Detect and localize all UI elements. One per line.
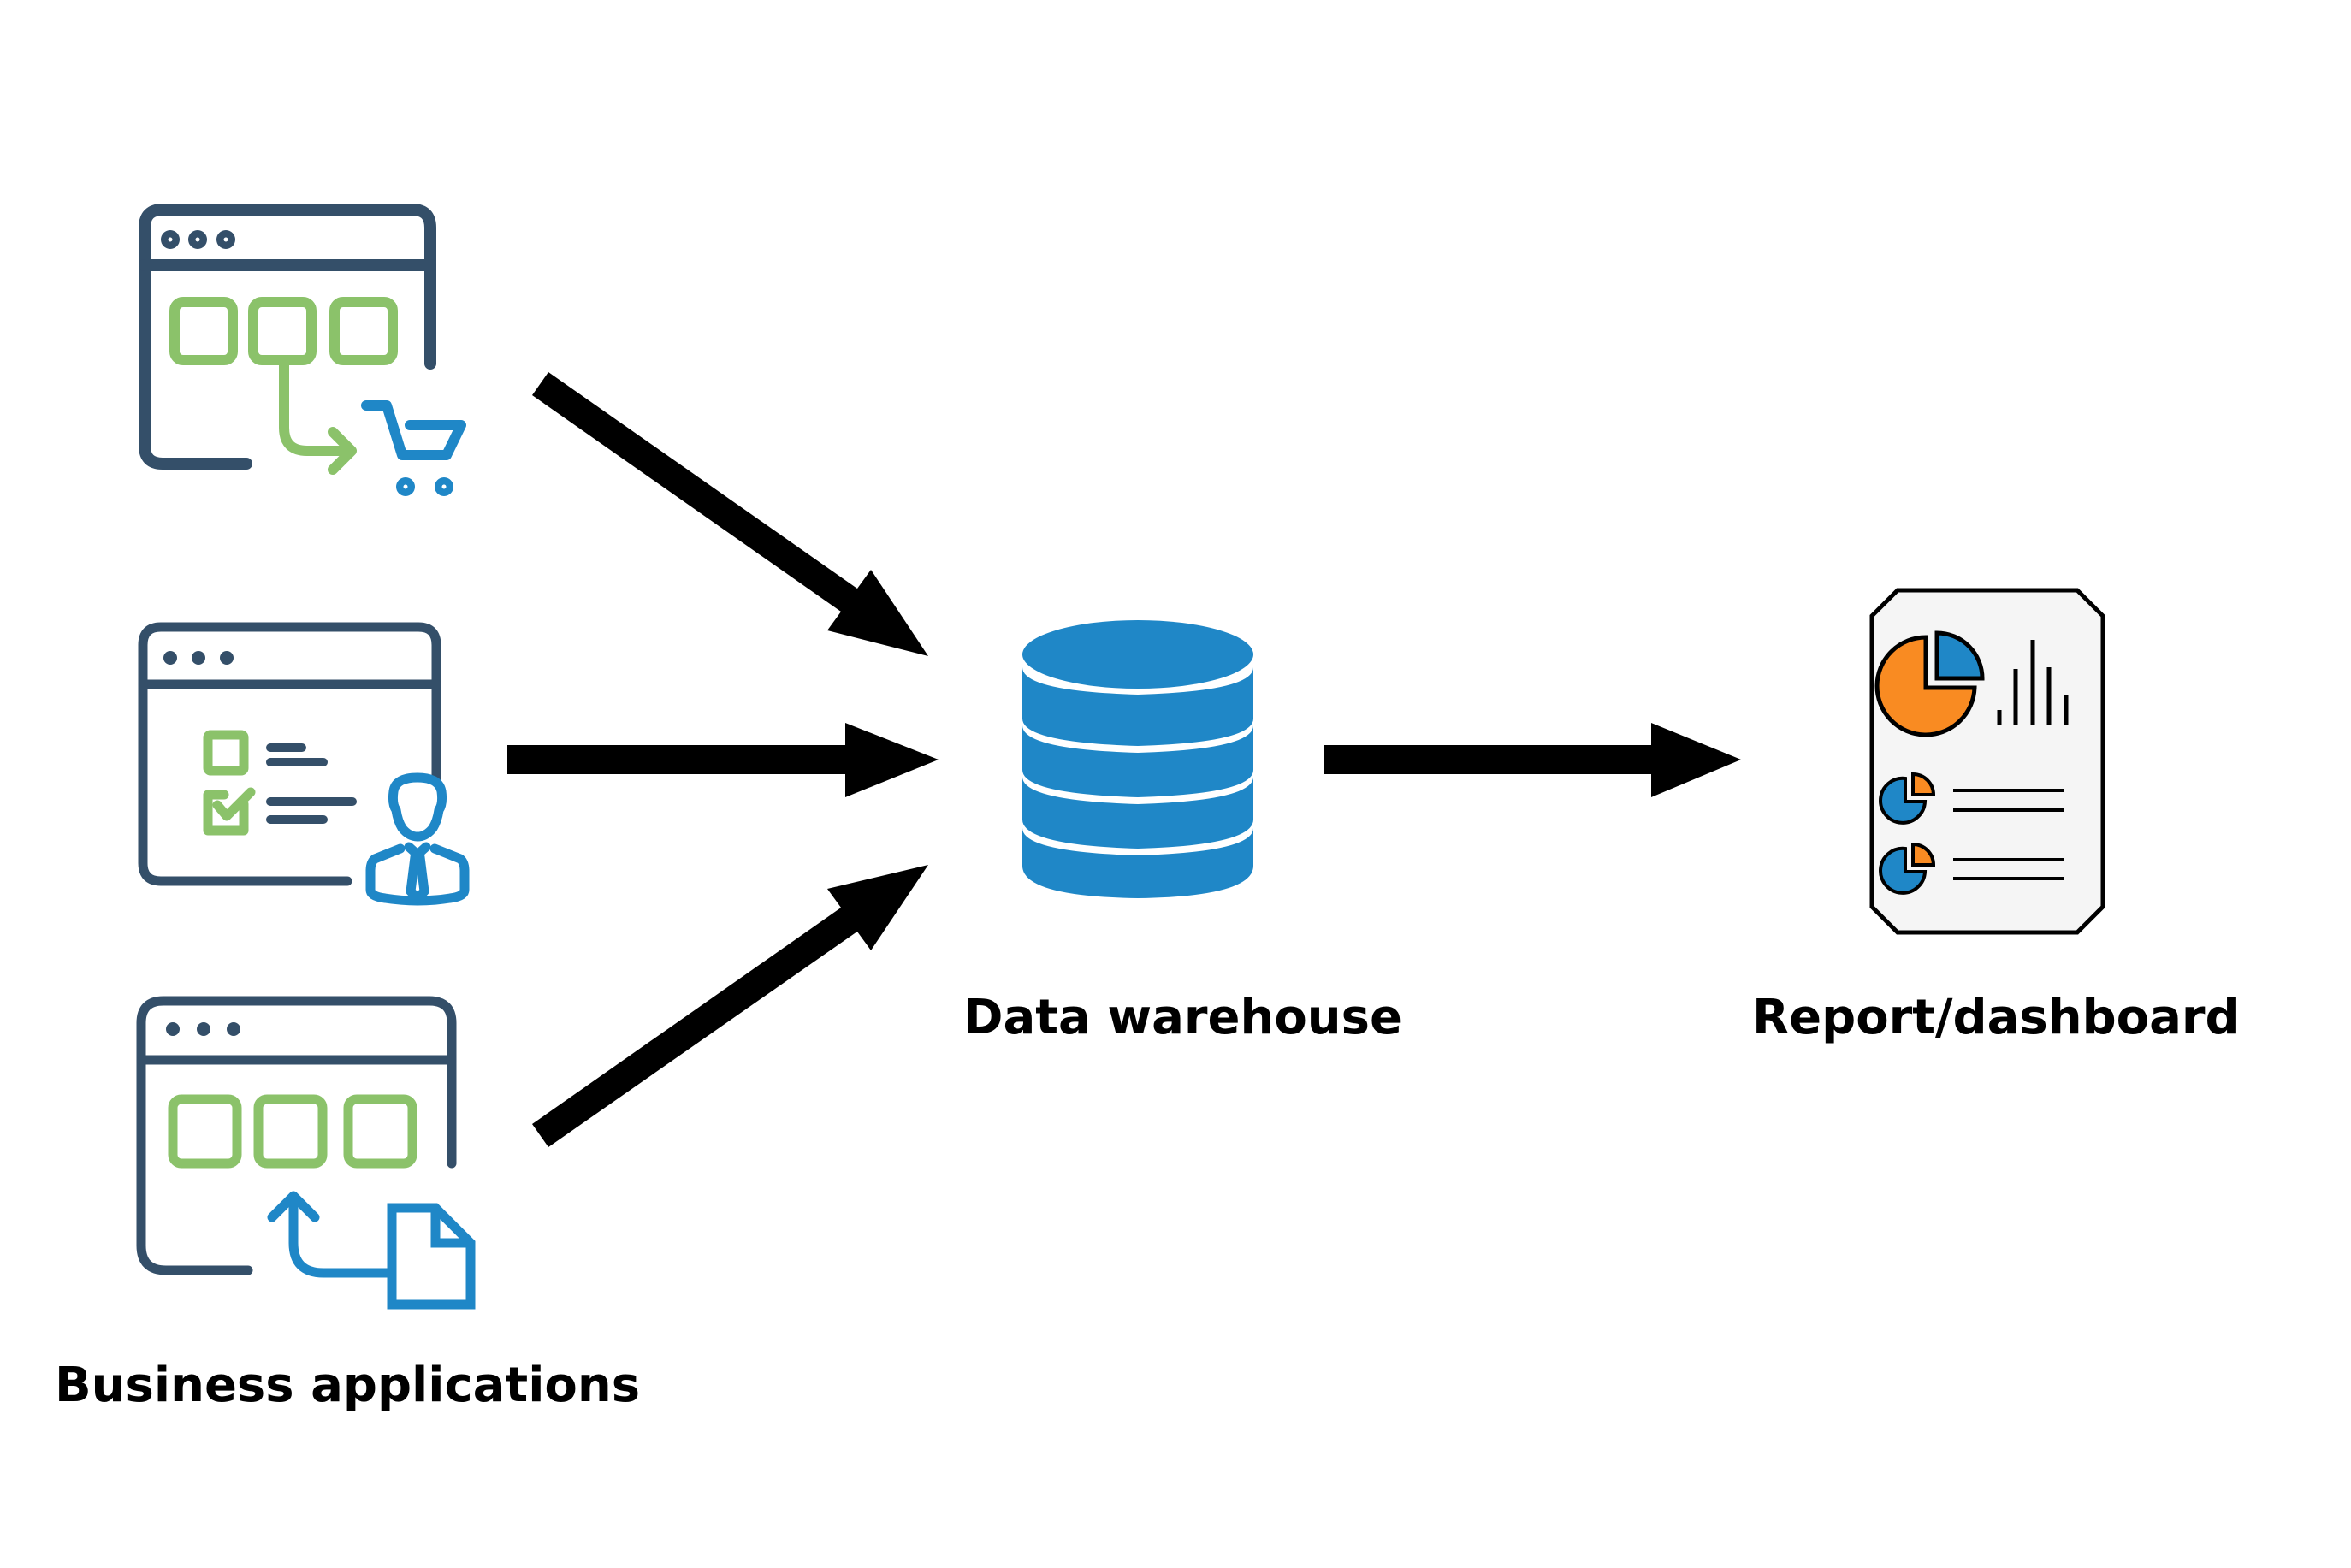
report-dashboard-label: Report/dashboard bbox=[1752, 990, 2240, 1045]
mini-pie-2 bbox=[1879, 842, 1936, 895]
document-icon bbox=[387, 1203, 476, 1310]
arrow-apps3-to-warehouse bbox=[532, 865, 928, 1147]
browser-dots bbox=[161, 230, 235, 249]
arrow-apps1-to-warehouse bbox=[532, 372, 928, 656]
user-avatar-icon bbox=[365, 772, 470, 906]
arrow-apps2-to-warehouse bbox=[507, 723, 939, 797]
database-icon bbox=[1022, 620, 1253, 898]
browser-dots bbox=[163, 651, 234, 665]
report-text-lines bbox=[1953, 789, 2064, 880]
report-chart-icon bbox=[1869, 588, 2105, 935]
browser-dots bbox=[166, 1022, 240, 1036]
business-applications-label: Business applications bbox=[55, 1358, 641, 1413]
browser-frame bbox=[136, 996, 457, 1275]
browser-frame bbox=[139, 204, 436, 470]
green-connector-arrow bbox=[279, 360, 357, 475]
upload-arrow bbox=[267, 1191, 393, 1278]
data-warehouse-label: Data warehouse bbox=[963, 990, 1402, 1045]
checkbox-unchecked-icon bbox=[203, 730, 249, 776]
bar-chart-lines bbox=[1997, 640, 2069, 725]
pie-chart-main-blue bbox=[1934, 630, 1985, 681]
green-blocks bbox=[169, 297, 398, 365]
arrow-warehouse-to-report bbox=[1324, 723, 1741, 797]
shopping-cart-icon bbox=[361, 400, 466, 496]
browser-document-upload-icon bbox=[136, 996, 476, 1310]
checkbox-checked-icon bbox=[203, 787, 256, 836]
green-blocks bbox=[168, 1094, 417, 1169]
mini-pie-1 bbox=[1879, 772, 1936, 825]
browser-checklist-user-icon bbox=[138, 622, 470, 906]
report-page bbox=[1869, 588, 2105, 935]
browser-ecommerce-cart-icon bbox=[139, 204, 466, 496]
browser-frame bbox=[138, 622, 441, 886]
pie-chart-main-orange bbox=[1874, 635, 1977, 737]
text-lines bbox=[266, 743, 357, 824]
